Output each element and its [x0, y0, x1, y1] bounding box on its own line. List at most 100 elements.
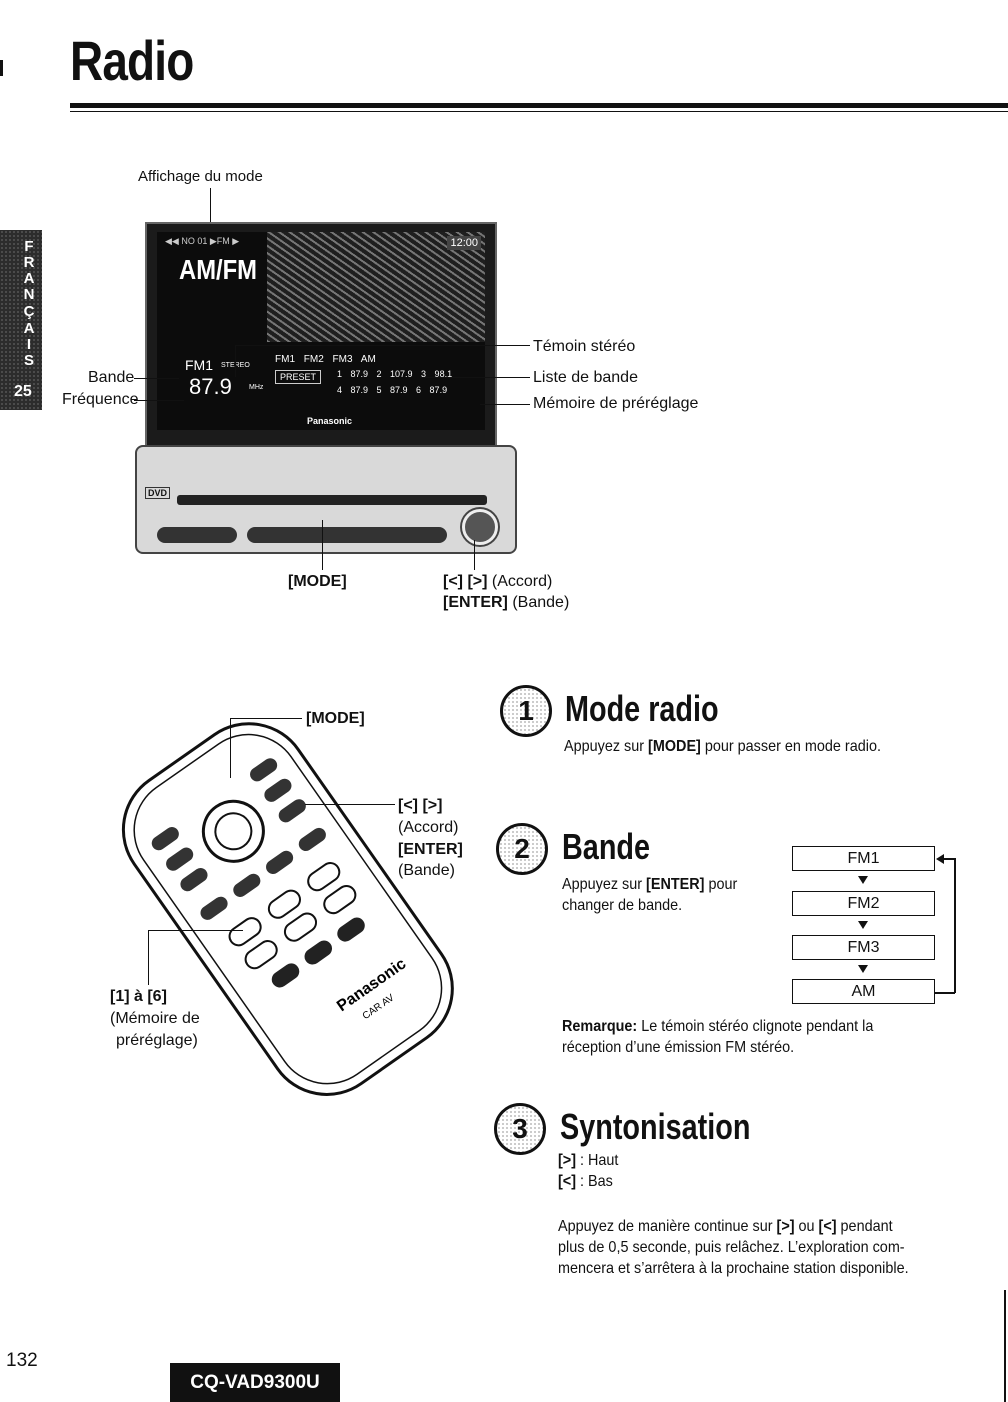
down-arrow-icon: [858, 876, 868, 884]
remote-callout-presets: [1] à [6]: [110, 988, 167, 1005]
body-text: changer de bande.: [562, 897, 683, 914]
leader-line: [420, 377, 530, 378]
remote-callout-tune: [<] [>]: [398, 797, 443, 814]
leader-line: [134, 400, 184, 401]
body-text: Appuyez sur: [564, 738, 649, 755]
tune-keys: [<] [>]: [443, 573, 488, 590]
background-image: [267, 232, 485, 342]
remote-control-illustration: Panasonic CAR AV: [100, 705, 470, 1105]
display-screen: ◀◀ NO 01 ▶FM ▶ 12:00 AM/FM FM1 FM2 FM3 A…: [157, 232, 485, 430]
tune-down: [<] : Bas: [558, 1171, 613, 1192]
remote-callout-presets-note: (Mémoire de: [110, 1010, 200, 1027]
page-title: Radio: [70, 29, 194, 92]
lang-letter: Ç: [23, 303, 35, 320]
body-text: Appuyez de manière continue sur: [558, 1218, 777, 1235]
body-text: réception d’une émission FM stéréo.: [562, 1039, 795, 1056]
preset-row: 4 87.9 5 87.9 6 87.9: [337, 385, 448, 395]
tune-up: [>] : Haut: [558, 1150, 618, 1171]
model-badge: CQ-VAD9300U: [170, 1363, 340, 1402]
step-number-badge: 2: [496, 823, 548, 875]
mode-text: AM/FM: [179, 254, 258, 285]
body-text: pour: [704, 876, 738, 893]
leader-line: [148, 930, 243, 931]
step-number-badge: 3: [494, 1103, 546, 1155]
dvd-logo: DVD: [145, 487, 171, 499]
band-value: FM1: [185, 357, 213, 373]
section-body: Appuyez sur [ENTER] pour changer de band…: [562, 874, 737, 916]
band-box: FM1: [792, 846, 935, 871]
lang-letter: A: [23, 270, 35, 287]
remote-callout-enter: [ENTER]: [398, 841, 463, 858]
body-text: plus de 0,5 seconde, puis relâchez. L’ex…: [558, 1239, 905, 1256]
screen-bezel: ◀◀ NO 01 ▶FM ▶ 12:00 AM/FM FM1 FM2 FM3 A…: [145, 222, 497, 456]
page-number: 132: [6, 1350, 38, 1371]
button-cluster: [157, 527, 237, 543]
unit-faceplate: DVD: [135, 445, 517, 554]
preset-row: 1 87.9 2 107.9 3 98.1: [337, 369, 453, 379]
leader-line: [235, 345, 236, 377]
down-arrow-icon: [858, 921, 868, 929]
callout-mode-button: [MODE]: [288, 573, 347, 590]
key-label: [<]: [558, 1173, 576, 1190]
top-status: ◀◀ NO 01 ▶FM ▶: [165, 236, 240, 246]
edge-mark: [1004, 1290, 1006, 1402]
key-label: [>]: [558, 1152, 576, 1169]
left-arrow-icon: [936, 854, 944, 864]
callout-mode-display: Affichage du mode: [138, 168, 263, 185]
clock: 12:00: [447, 236, 481, 250]
loop-line: [954, 858, 956, 993]
title-rule: [70, 103, 1008, 108]
leader-line: [230, 718, 302, 719]
leader-line: [230, 718, 231, 778]
section-heading: Mode radio: [565, 688, 719, 729]
head-unit-illustration: ◀◀ NO 01 ▶FM ▶ 12:00 AM/FM FM1 FM2 FM3 A…: [130, 210, 520, 555]
language-tab: F R A N Ç A I S 25: [0, 230, 42, 410]
section-heading: Bande: [562, 826, 651, 867]
remote-callout-mode: [MODE]: [306, 710, 365, 727]
loop-line: [942, 858, 955, 860]
body-text: Appuyez sur: [562, 876, 647, 893]
note-text: Remarque: Le témoin stéréo clignote pend…: [562, 1016, 873, 1058]
frequency-unit: MHz: [249, 384, 264, 391]
lang-letter: F: [24, 238, 34, 255]
callout-band: Bande: [88, 369, 135, 386]
lang-letter: N: [23, 286, 35, 303]
lang-page-number: 25: [14, 383, 32, 400]
joystick-knob: [462, 509, 498, 545]
remote-callout-enter-note: (Bande): [398, 862, 455, 879]
body-text: : Bas: [576, 1173, 613, 1190]
body-text: : Haut: [576, 1152, 619, 1169]
remote-callout-tune-note: (Accord): [398, 819, 459, 836]
tune-note: (Accord): [491, 573, 553, 590]
leader-line: [134, 378, 179, 379]
leader-line: [305, 804, 395, 805]
lang-letter: S: [23, 352, 34, 369]
band-box: FM2: [792, 891, 935, 916]
body-text: ou: [794, 1218, 819, 1235]
lang-letter: R: [23, 254, 35, 271]
key-label: [MODE]: [648, 738, 701, 755]
remote-drawing: Panasonic CAR AV: [121, 722, 454, 1096]
section-body: Appuyez sur [MODE] pour passer en mode r…: [564, 736, 881, 757]
leader-line: [322, 520, 323, 570]
body-text: pour passer en mode radio.: [700, 738, 881, 755]
callout-stereo: Témoin stéréo: [533, 338, 636, 355]
callout-enter: [ENTER] (Bande): [443, 594, 569, 612]
title-rule-thin: [70, 111, 1008, 112]
callout-preset-memory: Mémoire de préréglage: [533, 395, 699, 412]
key-label: [ENTER]: [646, 876, 705, 893]
note-label: Remarque:: [562, 1018, 638, 1035]
body-text: pendant: [836, 1218, 893, 1235]
leader-line: [235, 345, 530, 346]
frequency-value: 87.9: [189, 374, 232, 399]
band-box: AM: [792, 979, 935, 1004]
preset-label: PRESET: [275, 370, 322, 384]
enter-note: (Bande): [512, 594, 570, 611]
leader-line: [474, 540, 475, 570]
band-list: FM1 FM2 FM3 AM: [275, 354, 376, 365]
step-number-badge: 1: [500, 685, 552, 737]
down-arrow-icon: [858, 965, 868, 973]
callout-frequency: Fréquence: [62, 391, 139, 408]
margin-mark: [0, 60, 3, 76]
callout-tune: [<] [>] (Accord): [443, 573, 552, 591]
